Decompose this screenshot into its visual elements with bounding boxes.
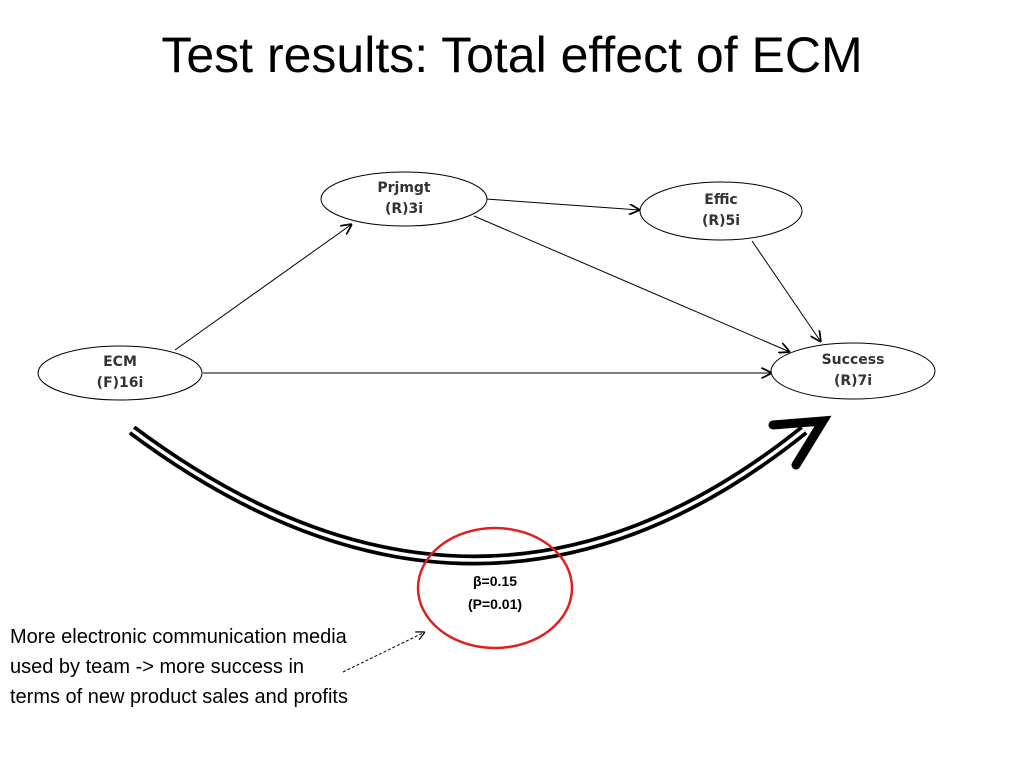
node-effic-name: Effic (704, 192, 737, 208)
note-pointer (342, 632, 425, 673)
node-success-name: Success (822, 352, 885, 368)
edge-effic-success (751, 240, 821, 342)
node-ecm-sub: (F)16i (97, 375, 144, 391)
p-value: (P=0.01) (468, 596, 522, 612)
node-success-sub: (R)7i (834, 373, 872, 389)
edge-prjmgt-success (473, 215, 790, 352)
total-effect-arrow (128, 415, 832, 566)
node-effic: Effic (R)5i (639, 181, 803, 241)
edge-ecm-prjmgt (174, 224, 352, 351)
node-ecm-name: ECM (103, 354, 137, 370)
beta-value: β=0.15 (473, 573, 517, 589)
node-prjmgt: Prjmgt (R)3i (320, 171, 488, 227)
slide-title: Test results: Total effect of ECM (161, 27, 863, 83)
total-effect-arrowhead (768, 415, 832, 470)
effect-result-circle: β=0.15 (P=0.01) (416, 526, 574, 650)
node-prjmgt-name: Prjmgt (377, 180, 431, 196)
node-ecm: ECM (F)16i (37, 345, 203, 401)
node-prjmgt-sub: (R)3i (385, 201, 423, 217)
node-effic-sub: (R)5i (702, 213, 740, 229)
edge-prjmgt-effic (485, 198, 640, 210)
node-success: Success (R)7i (770, 342, 936, 400)
explanation-note: More electronic communication media used… (10, 626, 348, 708)
